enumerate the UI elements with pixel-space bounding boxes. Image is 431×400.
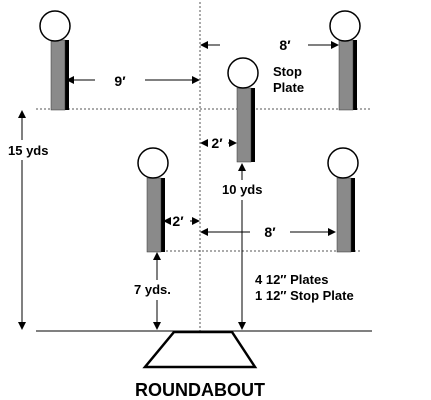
target-post: [146, 177, 162, 253]
target-post: [50, 39, 66, 111]
steel-plate: [329, 10, 361, 42]
dim-label-stop-plate: 10 yds: [222, 182, 262, 197]
target-stop-plate: [227, 57, 259, 163]
dim-label-lower-right: 8′: [264, 224, 276, 240]
steel-plate: [39, 10, 71, 42]
target-post: [338, 39, 354, 111]
stop-plate-label-line2: Plate: [273, 80, 304, 95]
target-front-right: [327, 147, 359, 253]
target-front-left: [137, 147, 169, 253]
target-post: [336, 177, 352, 253]
summary-line2: 1 12″ Stop Plate: [255, 288, 354, 303]
target-back-left: [39, 10, 71, 111]
stop-plate-label-line1: Stop: [273, 64, 302, 79]
dim-label-front-row: 7 yds.: [134, 282, 171, 297]
target-post: [236, 87, 252, 163]
target-back-right: [329, 10, 361, 111]
diagram-title: ROUNDABOUT: [135, 380, 265, 400]
steel-plate: [227, 57, 259, 89]
steel-plate: [137, 147, 169, 179]
dim-label-stop-offset: 2′: [211, 135, 223, 151]
dim-label-top-right: 8′: [279, 37, 291, 53]
dim-label-lower-left: 2′: [172, 213, 184, 229]
dim-label-top-left: 9′: [114, 73, 126, 89]
dim-label-back-row: 15 yds: [8, 143, 48, 158]
summary-line1: 4 12″ Plates: [255, 272, 328, 287]
steel-plate: [327, 147, 359, 179]
shooting-box: [142, 330, 258, 369]
